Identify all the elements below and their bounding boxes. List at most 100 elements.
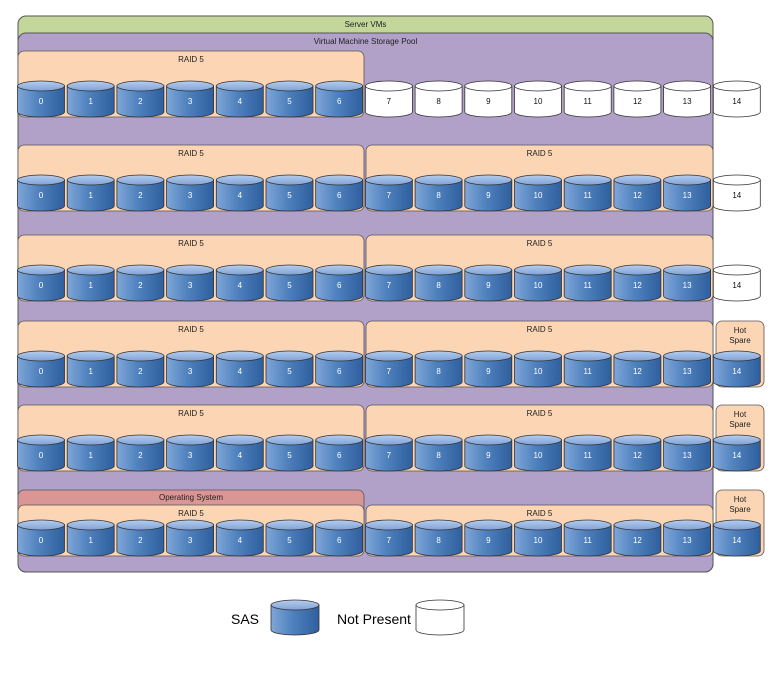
disk-number-label: 3 (188, 367, 193, 376)
disk-number-label: 9 (486, 97, 491, 106)
disk-number-label: 10 (534, 281, 543, 290)
disk-number-label: 13 (683, 536, 692, 545)
disk-number-label: 0 (39, 536, 44, 545)
disk-number-label: 13 (683, 281, 692, 290)
disk-number-label: 3 (188, 191, 193, 200)
sas-disk: 5 (265, 519, 314, 557)
sas-disk: 5 (265, 264, 314, 302)
disk-number-label: 2 (138, 97, 143, 106)
raid-group-label: RAID 5 (527, 409, 553, 418)
disk-number-label: 9 (486, 281, 491, 290)
sas-disk: 3 (166, 350, 215, 388)
sas-disk: 12 (613, 350, 662, 388)
not-present-disk: 8 (414, 80, 463, 118)
not-present-disk: 10 (514, 80, 562, 118)
disk-number-label: 9 (486, 536, 491, 545)
sas-disk: 12 (613, 434, 662, 472)
disk-number-label: 6 (337, 281, 342, 290)
disk-number-label: 12 (633, 191, 642, 200)
disk-number-label: 7 (387, 451, 392, 460)
disk-number-label: 7 (387, 191, 392, 200)
hot-spare-label-line2: Spare (729, 505, 751, 514)
legend-sas-label: SAS (231, 611, 259, 627)
disk-number-label: 2 (138, 451, 143, 460)
legend-not-present-cylinder (415, 599, 465, 636)
disk-number-label: 4 (238, 191, 243, 200)
hot-spare-label-line1: Hot (734, 410, 747, 419)
disk-number-label: 12 (633, 97, 642, 106)
sas-disk: 13 (663, 264, 711, 302)
disk-number-label: 7 (387, 97, 392, 106)
disk-number-label: 5 (287, 191, 292, 200)
sas-disk: 0 (17, 434, 65, 472)
sas-disk: 7 (364, 174, 413, 212)
sas-disk: 2 (116, 264, 165, 302)
raid-group-label: RAID 5 (178, 509, 204, 518)
disk-number-label: 11 (584, 97, 593, 106)
disk-number-label: 4 (238, 451, 243, 460)
disk-number-label: 5 (287, 281, 292, 290)
disk-number-label: 14 (732, 367, 741, 376)
legend-not-present-disk-icon (415, 599, 465, 636)
sas-disk: 5 (265, 434, 314, 472)
sas-disk: 9 (464, 519, 513, 557)
sas-disk: 8 (414, 519, 463, 557)
sas-disk: 9 (464, 350, 513, 388)
disk-number-label: 11 (584, 367, 593, 376)
disk-number-label: 4 (238, 367, 243, 376)
raid-group-label: RAID 5 (527, 325, 553, 334)
disk-number-label: 4 (238, 97, 243, 106)
disk-number-label: 6 (337, 97, 342, 106)
sas-disk: 14 (712, 350, 761, 388)
disk-number-label: 7 (387, 281, 392, 290)
disk-number-label: 3 (188, 451, 193, 460)
legend-not-present-label: Not Present (337, 611, 411, 627)
disk-number-label: 6 (337, 536, 342, 545)
disk-number-label: 5 (287, 97, 292, 106)
sas-disk: 12 (613, 264, 662, 302)
sas-disk: 10 (514, 434, 562, 472)
disk-number-label: 0 (39, 451, 44, 460)
disk-number-label: 14 (732, 281, 741, 290)
not-present-disk: 13 (663, 80, 711, 118)
sas-disk: 8 (414, 350, 463, 388)
sas-disk: 7 (364, 434, 413, 472)
sas-disk: 0 (17, 174, 65, 212)
disk-number-label: 1 (88, 451, 93, 460)
sas-disk: 0 (17, 519, 65, 557)
sas-disk: 13 (663, 350, 711, 388)
disk-number-label: 12 (633, 367, 642, 376)
sas-disk: 1 (66, 80, 115, 118)
sas-disk: 9 (464, 434, 513, 472)
sas-disk: 10 (514, 174, 562, 212)
sas-disk: 7 (364, 350, 413, 388)
sas-disk: 13 (663, 434, 711, 472)
disk-number-label: 11 (584, 281, 593, 290)
legend: SAS Not Present (231, 599, 465, 636)
sas-disk: 2 (116, 80, 165, 118)
disk-number-label: 11 (584, 191, 593, 200)
disk-number-label: 10 (534, 536, 543, 545)
raid-group-label: RAID 5 (178, 55, 204, 64)
disk-number-label: 14 (732, 451, 741, 460)
raid-group-label: RAID 5 (178, 409, 204, 418)
sas-disk: 2 (116, 434, 165, 472)
sas-disk: 12 (613, 519, 662, 557)
not-present-disk: 7 (364, 80, 413, 118)
disk-number-label: 7 (387, 536, 392, 545)
sas-disk: 6 (315, 519, 364, 557)
sas-disk: 14 (712, 434, 761, 472)
sas-disk: 1 (66, 264, 115, 302)
disk-number-label: 10 (534, 191, 543, 200)
not-present-disk: 11 (563, 80, 612, 118)
disk-number-label: 11 (584, 451, 593, 460)
disk-number-label: 0 (39, 281, 44, 290)
disk-number-label: 9 (486, 451, 491, 460)
raid-group-label: RAID 5 (178, 325, 204, 334)
hot-spare-label-line2: Spare (729, 420, 751, 429)
not-present-disk: 14 (712, 264, 761, 302)
